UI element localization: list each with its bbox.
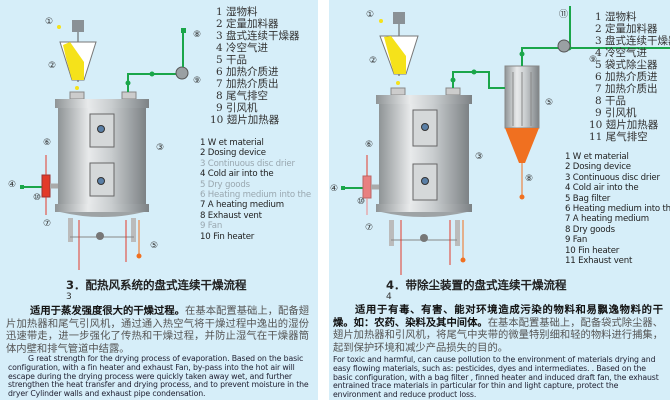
fin-heater — [41, 174, 51, 198]
description-en: G reat strength for the drying process o… — [8, 354, 309, 399]
marker-4: ④ — [8, 180, 16, 190]
legend-item: 7 A heating medium — [200, 200, 284, 211]
marker-8: ⑧ — [193, 30, 201, 40]
section-title: 4．带除尘装置的盘式连续干燥流程 — [386, 278, 567, 292]
legend-item: 1 W et material — [200, 138, 264, 148]
legend-item: 6 加热介质进 — [595, 71, 658, 83]
legend-item: 3 Continuous disc drier — [200, 158, 295, 169]
legend-item: 9 Fan — [200, 221, 223, 232]
legend-item: 11 Exhaust vent — [565, 256, 633, 267]
legend-item: 11 尾气排空 — [589, 131, 648, 143]
legend-item: 7 A heating medium — [565, 214, 649, 225]
legend-item: 5 Bag filter — [565, 193, 611, 204]
dosing-feeder — [379, 12, 419, 85]
disc-dryer-hot-air-diagram: ① ② ③ ④ ⑤ ⑥ ⑦ ⑧ ⑨ ⑩ — [8, 17, 201, 270]
marker-9: ⑨ — [589, 55, 597, 65]
legend-item: 8 尾气排空 — [216, 90, 269, 102]
legend-item: 1 湿物料 — [595, 11, 637, 23]
bag-filter — [504, 65, 540, 200]
description-en: For toxic and harmful, can cause polluti… — [333, 355, 659, 400]
legend-item: 3 盘式连续干燥器 — [595, 35, 670, 47]
marker-11: ⑪ — [559, 9, 568, 20]
fan-icon — [175, 66, 189, 80]
description-cn-lead: 适用于蒸发强度很大的干燥过程。 — [30, 305, 186, 317]
disc-dryer-tank — [55, 91, 149, 242]
marker-8: ⑧ — [525, 174, 533, 184]
marker-3: ③ — [156, 143, 164, 153]
legend-item: 2 Dosing device — [565, 162, 631, 173]
marker-4: ④ — [330, 184, 338, 194]
legend-item: 4 冷空气进 — [595, 47, 648, 59]
legend-item: 9 引风机 — [216, 102, 258, 114]
legend-item: 4 冷空气进 — [216, 42, 269, 54]
legend-item: 1 湿物料 — [216, 6, 258, 18]
legend-item: 2 定量加料器 — [216, 18, 279, 30]
legend-item: 4 Cold air into the — [565, 183, 639, 194]
marker-1: ① — [45, 17, 53, 27]
legend-item: 5 袋式除尘器 — [595, 59, 658, 71]
legend-item: 6 Heating medium into the — [565, 204, 670, 215]
legend-item: 7 加热介质出 — [216, 78, 279, 90]
right-panel: ① ② ③ ④ ⑤ ⑥ ⑦ ⑧ ⑨ ⑩ ⑪ 1 湿物料 2 定量加料器 3 盘式… — [329, 0, 670, 400]
legend-cn: 1 湿物料 2 定量加料器 3 盘式连续干燥器 4 冷空气进 5 干品 6 加热… — [210, 6, 300, 126]
legend-item: 5 Dry goods — [200, 179, 250, 190]
section-title: 3．配热风系统的盘式连续干燥流程 — [66, 278, 247, 292]
description-cn-body: 在基本配置基础上，配备袋式除尘器、翅片加热器和引风机，将尾气中夹带的微量特别细和… — [333, 316, 664, 354]
marker-6: ⑥ — [365, 140, 373, 150]
legend-item: 8 干品 — [595, 95, 627, 107]
marker-1: ① — [366, 10, 374, 20]
disc-dryer-dust-collector-diagram: ① ② ③ ④ ⑤ ⑥ ⑦ ⑧ ⑨ ⑩ ⑪ — [330, 6, 670, 275]
section-number: 3 — [66, 292, 72, 302]
description-cn-body: 在基本配置基础上，配备翅片加热器和尾气引风机，通过通入热空气将干燥过程中逸出的湿… — [6, 305, 310, 355]
marker-9: ⑨ — [193, 76, 201, 86]
marker-5: ⑤ — [150, 241, 158, 251]
legend-item: 9 引风机 — [595, 107, 637, 119]
legend-item: 10 Fin heater — [565, 245, 620, 256]
legend-item: 1 W et material — [565, 152, 629, 162]
marker-7: ⑦ — [43, 219, 51, 229]
fan-icon — [557, 39, 571, 53]
marker-2: ② — [48, 61, 56, 71]
legend-item: 5 干品 — [216, 54, 248, 66]
disc-dryer-tank — [376, 87, 472, 246]
legend-en: 1 W et material 2 Dosing device 3 Contin… — [565, 152, 670, 266]
section-number: 4 — [386, 292, 392, 302]
marker-2: ② — [369, 56, 377, 66]
legend-item: 2 定量加料器 — [595, 23, 658, 35]
dosing-feeder — [57, 20, 97, 90]
legend-item: 9 Fan — [565, 235, 588, 246]
marker-6: ⑥ — [43, 138, 51, 148]
legend-item: 8 Dry goods — [565, 224, 615, 235]
legend-item: 4 Cold air into the — [200, 169, 274, 180]
description-cn: 适用于蒸发强度很大的干燥过程。在基本配置基础上，配备翅片加热器和尾气引风机，通过… — [6, 305, 309, 355]
fin-heater — [362, 175, 372, 199]
marker-10: ⑩ — [33, 193, 41, 203]
legend-item: 3 盘式连续干燥器 — [216, 30, 300, 42]
description-cn-lead: 适用于有毒、有害、能对环境造成污染的物料和易飘逸物料的干燥。如：农药、染料及其中… — [333, 304, 663, 329]
marker-3: ③ — [475, 152, 483, 162]
legend-en: 1 W et material 2 Dosing device 3 Contin… — [200, 138, 311, 242]
marker-5: ⑤ — [545, 98, 553, 108]
left-panel: ① ② ③ ④ ⑤ ⑥ ⑦ ⑧ ⑨ ⑩ 1 湿物料 2 定量加料器 3 盘式连续… — [0, 0, 318, 400]
legend-item: 10 翅片加热器 — [210, 114, 280, 126]
legend-item: 10 Fin heater — [200, 231, 255, 242]
marker-7: ⑦ — [365, 223, 373, 233]
legend-cn: 1 湿物料 2 定量加料器 3 盘式连续干燥器 4 冷空气进 5 袋式除尘器 6… — [589, 11, 670, 143]
legend-item: 6 Heating medium into the — [200, 190, 311, 201]
description-cn: 适用于有毒、有害、能对环境造成污染的物料和易飘逸物料的干燥。如：农药、染料及其中… — [333, 304, 663, 354]
legend-item: 8 Exhaust vent — [200, 210, 262, 221]
legend-item: 2 Dosing device — [200, 148, 266, 159]
legend-item: 10 翅片加热器 — [589, 119, 659, 131]
legend-item: 6 加热介质进 — [216, 66, 279, 78]
marker-10: ⑩ — [357, 197, 365, 207]
legend-item: 3 Continuous disc drier — [565, 172, 660, 183]
legend-item: 7 加热介质出 — [595, 83, 658, 95]
